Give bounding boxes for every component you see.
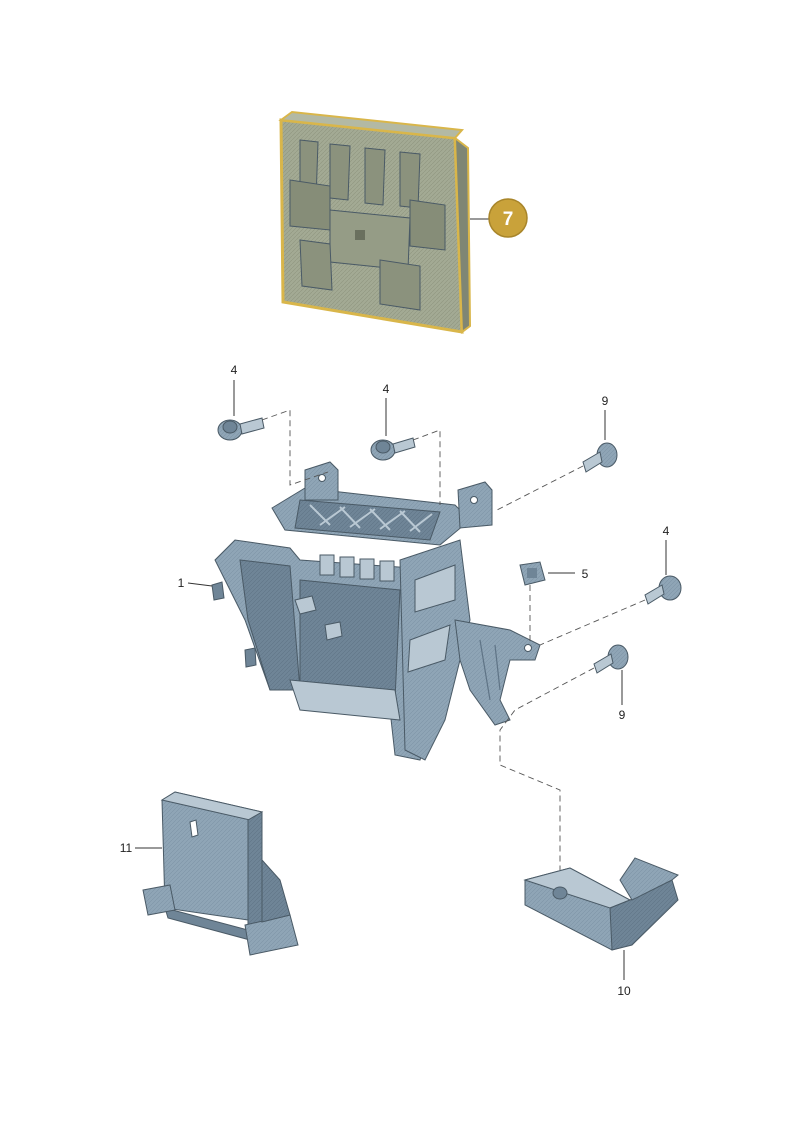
screw-part-9-top xyxy=(582,442,618,473)
callout-9-top: 9 xyxy=(602,394,609,408)
screw-part-9-bottom xyxy=(593,644,629,674)
module-part-11 xyxy=(142,791,299,956)
bolt-part-4-middle xyxy=(370,437,416,461)
callout-4-left: 4 xyxy=(231,363,238,377)
cover-part-10 xyxy=(523,857,679,951)
callout-7-label: 7 xyxy=(503,209,514,230)
callout-10: 10 xyxy=(617,984,631,998)
leader-lines xyxy=(135,218,667,980)
clip-nut-part-5 xyxy=(519,561,546,586)
callout-4-middle: 4 xyxy=(383,382,390,396)
callout-1: 1 xyxy=(178,576,185,590)
bolt-part-4-left xyxy=(217,417,265,441)
control-module-part-7 xyxy=(278,110,472,334)
callout-5: 5 xyxy=(582,567,589,581)
callout-9-bottom: 9 xyxy=(619,708,626,722)
callout-7: 7 xyxy=(488,198,528,238)
carrier-bracket-part-1 xyxy=(211,461,541,761)
bolt-part-4-right xyxy=(644,575,682,605)
callout-11: 11 xyxy=(120,841,133,855)
assembly-lines xyxy=(261,409,646,870)
callout-4-right: 4 xyxy=(663,524,670,538)
